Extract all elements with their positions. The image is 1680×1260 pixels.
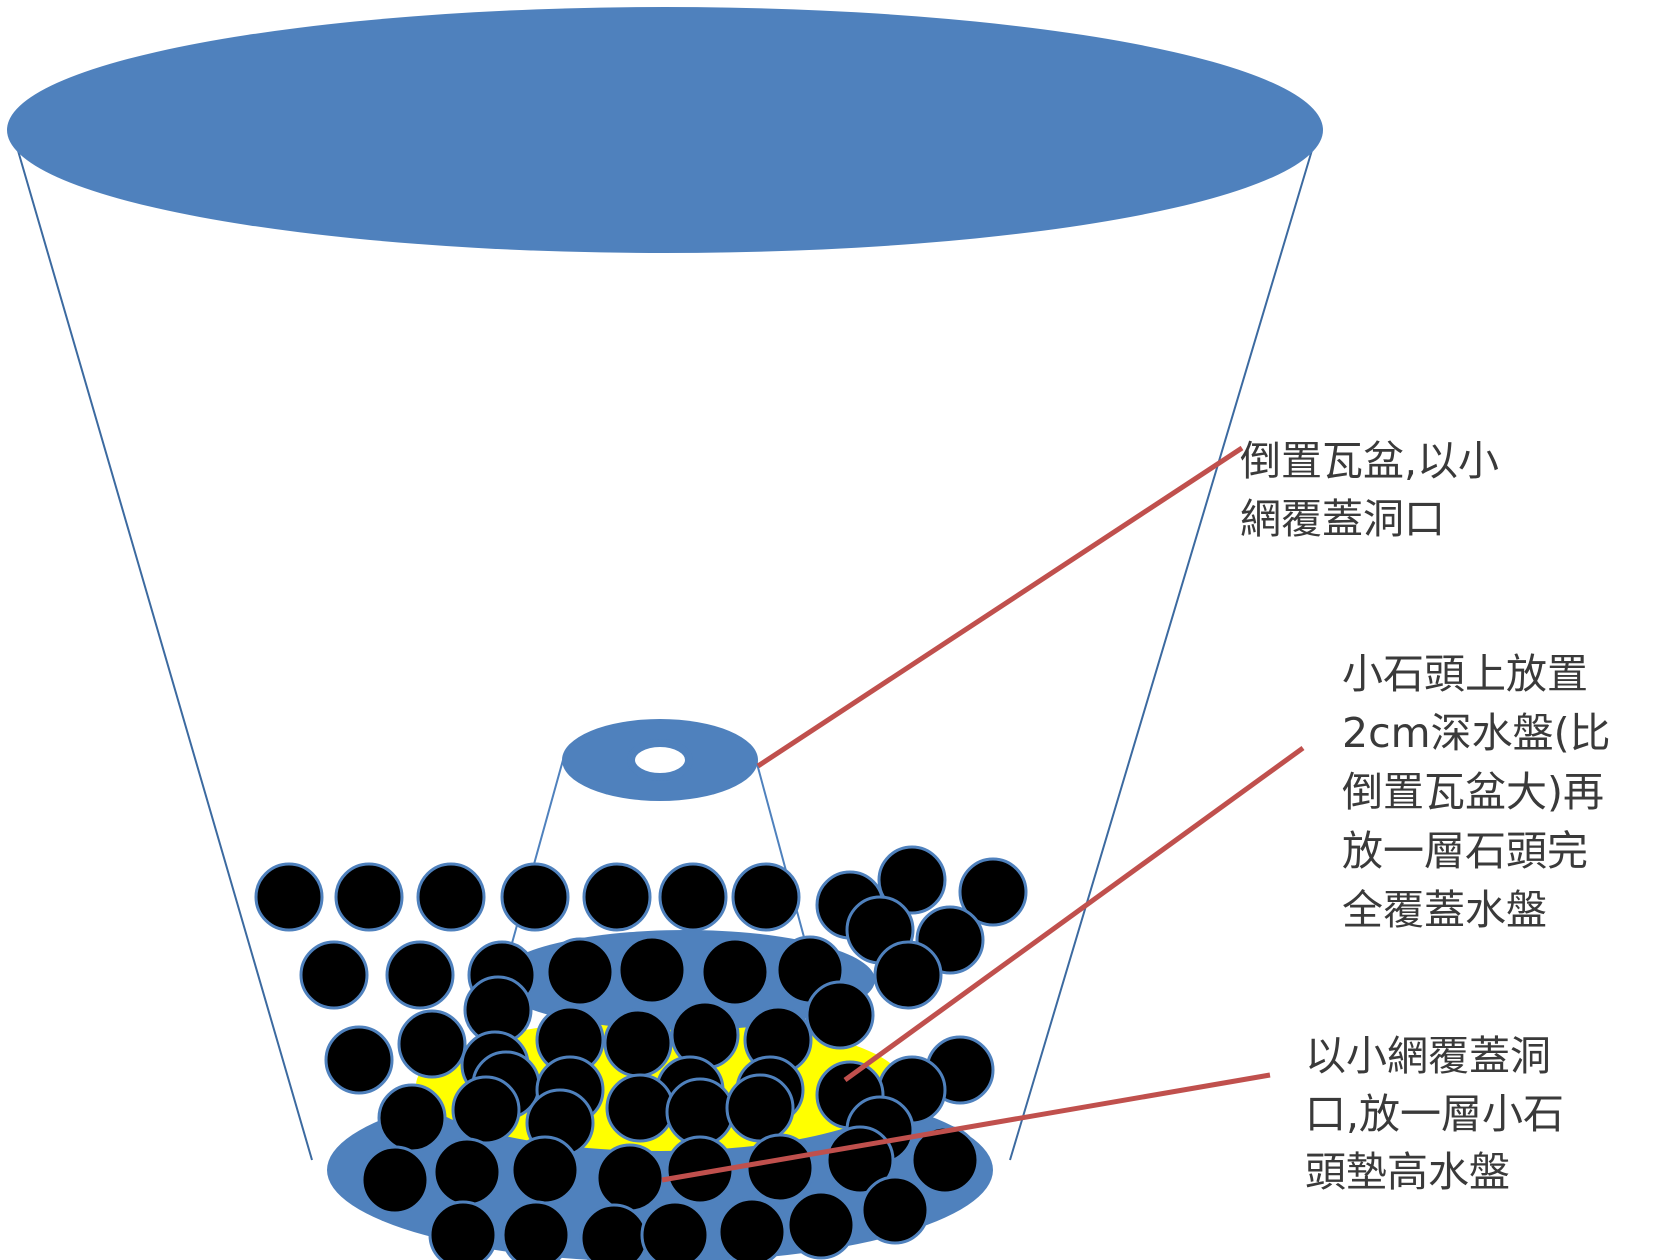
- stone: [377, 1083, 447, 1153]
- label-inverted-pot: 倒置瓦盆,以小 網覆蓋洞口: [1240, 437, 1504, 543]
- label-line: 頭墊高水盤: [1305, 1148, 1510, 1196]
- stone: [360, 1145, 430, 1215]
- label-line: 網覆蓋洞口: [1240, 495, 1445, 543]
- stone: [745, 1133, 815, 1203]
- stone: [658, 862, 728, 932]
- stone: [877, 845, 947, 915]
- stone: [665, 1077, 735, 1147]
- stone: [299, 940, 369, 1010]
- stone: [725, 1073, 795, 1143]
- stone: [397, 1009, 467, 1079]
- stone: [582, 862, 652, 932]
- leader-line-bottom-layer: [661, 1072, 1271, 1183]
- stone: [510, 1135, 580, 1205]
- label-bottom-layer: 以小網覆蓋洞 口,放一層小石 頭墊高水盤: [1305, 1032, 1569, 1196]
- label-line: 小石頭上放置: [1342, 650, 1588, 698]
- leader-line-inverted-pot: [756, 445, 1244, 769]
- stone: [428, 1200, 498, 1260]
- pot-top-rim: [7, 7, 1323, 253]
- label-line: 口,放一層小石: [1305, 1090, 1564, 1138]
- stone: [334, 862, 404, 932]
- stone: [451, 1075, 521, 1145]
- leader-line-water-dish: [843, 745, 1305, 1083]
- label-water-dish: 小石頭上放置 2cm深水盤(比 倒置瓦盆大)再 放一層石頭完 全覆蓋水盤: [1342, 650, 1616, 934]
- stone: [605, 1073, 675, 1143]
- label-line: 以小網覆蓋洞: [1305, 1032, 1551, 1080]
- stone: [595, 1143, 665, 1213]
- stone: [786, 1190, 856, 1260]
- inverted-pot-hole: [627, 739, 693, 781]
- stone: [700, 937, 770, 1007]
- pot-body-outline: [11, 129, 1319, 1161]
- stone: [254, 862, 324, 932]
- stone: [958, 857, 1028, 927]
- stone: [603, 1008, 673, 1078]
- label-line: 放一層石頭完: [1342, 827, 1588, 875]
- stone: [545, 937, 615, 1007]
- stone: [385, 940, 455, 1010]
- stone: [717, 1197, 787, 1260]
- stone: [324, 1025, 394, 1095]
- label-line: 全覆蓋水盤: [1342, 886, 1547, 934]
- stone: [579, 1203, 649, 1260]
- stone-layer: [254, 845, 1028, 1260]
- label-line: 2cm深水盤(比: [1342, 709, 1611, 757]
- stone: [873, 940, 943, 1010]
- stone: [432, 1137, 502, 1207]
- stone: [731, 862, 801, 932]
- label-line: 倒置瓦盆大)再: [1342, 768, 1604, 816]
- stone: [860, 1175, 930, 1245]
- stone: [500, 862, 570, 932]
- stone: [617, 935, 687, 1005]
- stone: [640, 1200, 710, 1260]
- stone: [910, 1125, 980, 1195]
- stone: [416, 862, 486, 932]
- stone: [501, 1200, 571, 1260]
- label-line: 倒置瓦盆,以小: [1240, 437, 1499, 485]
- stone: [805, 980, 875, 1050]
